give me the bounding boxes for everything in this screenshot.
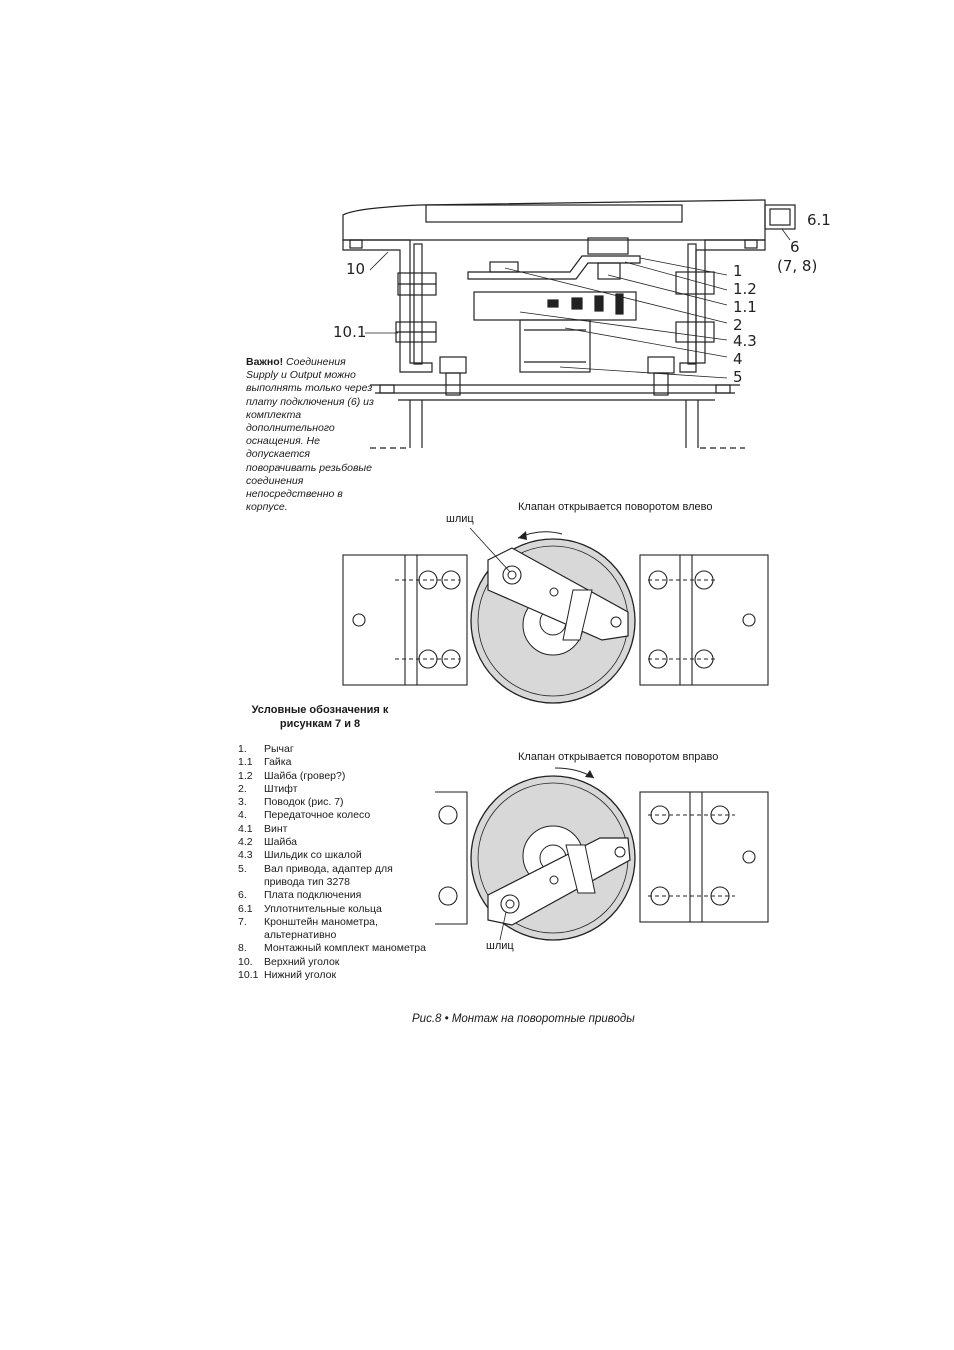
legend-item-text: Гайка [264, 756, 292, 769]
legend-item-text: Нижний уголок [264, 969, 337, 982]
legend-item-text: Верхний уголок [264, 955, 340, 968]
legend-item: 4.1 Винт [238, 823, 428, 836]
legend-item-number: 1. [238, 743, 247, 755]
legend-item-text: Уплотнительные кольца [264, 902, 382, 915]
legend-item: 4. Передаточное колесо [238, 809, 428, 822]
callout-4: 4 [733, 350, 743, 368]
legend-item-text: Передаточное колесо [264, 809, 371, 822]
legend-item-text: Винт [264, 822, 288, 835]
callout-1-1: 1.1 [733, 298, 757, 316]
callout-2: 2 [733, 316, 743, 334]
mid-figure-caption: Клапан открывается поворотом влево [518, 501, 713, 513]
legend-item-number: 6.1 [238, 902, 253, 915]
callout-5: 5 [733, 368, 743, 386]
legend-item: 3. Поводок (рис. 7) [238, 796, 428, 809]
legend-item: 10.1 Нижний уголок [238, 969, 428, 982]
legend-item-number: 5. [238, 862, 247, 875]
legend-item-text: Штифт [264, 782, 298, 795]
callout-10: 10 [346, 260, 366, 278]
legend-item: 6. Плата подключения [238, 889, 428, 902]
legend-item-text: Вал привода, адаптер для привода тип 327… [264, 862, 393, 888]
callout-7-8: (7, 8) [777, 257, 818, 275]
note-bold: Важно! [246, 356, 284, 368]
legend-item-number: 2. [238, 782, 247, 795]
legend-item-text: Поводок (рис. 7) [264, 796, 344, 809]
legend-item-number: 1.1 [238, 756, 253, 769]
legend-item: 5. Вал привода, адаптер для привода тип 3… [238, 863, 428, 890]
callout-1-2: 1.2 [733, 280, 757, 298]
legend-item-number: 1.2 [238, 769, 253, 782]
legend-item: 1.2 Шайба (гровер?) [238, 770, 428, 783]
legend-title: Условные обозначения к рисункам 7 и 8 [251, 704, 389, 730]
legend-item-text: Монтажный комплект манометра [264, 942, 426, 955]
legend-item-text: Шильдик со шкалой [264, 849, 362, 862]
legend-list: 1. Рычаг 1.1 Гайка 1.2 Шайба (гровер?) 2. Штифт… [238, 743, 428, 982]
callout-1: 1 [733, 262, 743, 280]
callout-6: 6 [790, 238, 800, 256]
legend-item: 4.2 Шайба [238, 836, 428, 849]
callout-10-1: 10.1 [333, 323, 367, 341]
legend-item: 4.3 Шильдик со шкалой [238, 849, 428, 862]
legend-item-text: Плата подключения [264, 889, 362, 902]
callout-4-3: 4.3 [733, 332, 757, 350]
legend-item: 2. Штифт [238, 783, 428, 796]
legend-item-text: Рычаг [264, 743, 294, 755]
legend-item-number: 4. [238, 809, 247, 822]
mid-slot-label: шлиц [446, 513, 474, 525]
legend-item-number: 4.2 [238, 836, 253, 849]
legend-item-number: 7. [238, 915, 247, 928]
legend-item-number: 6. [238, 889, 247, 902]
legend-item-number: 3. [238, 796, 247, 809]
legend-item: 10. Верхний уголок [238, 956, 428, 969]
legend-item-number: 8. [238, 942, 247, 955]
important-note: Важно! Соединения Supply и Output можно … [246, 356, 378, 514]
legend-item: 1.1 Гайка [238, 756, 428, 769]
legend-item-number: 10. [238, 955, 253, 968]
legend-item: 6.1 Уплотнительные кольца [238, 903, 428, 916]
legend-item: 8. Монтажный комплект манометра [238, 942, 428, 955]
legend-item-number: 4.1 [238, 822, 253, 835]
legend-item-text: Шайба (гровер?) [264, 769, 346, 782]
lower-figure-caption: Клапан открывается поворотом вправо [518, 751, 719, 763]
legend-item-number: 10.1 [238, 969, 259, 982]
callout-6-1: 6.1 [807, 211, 831, 229]
note-text: Соединения Supply и Output можно выполня… [246, 356, 374, 514]
figure-caption: Рис.8 • Монтаж на поворотные приводы [412, 1013, 635, 1025]
legend-item: 1. Рычаг [238, 743, 428, 756]
lower-slot-label: шлиц [486, 940, 514, 952]
legend-item: 7. Кронштейн манометра, альтернативно [238, 916, 428, 943]
legend-item-number: 4.3 [238, 849, 253, 862]
legend-item-text: Кронштейн манометра, альтернативно [264, 915, 378, 942]
legend-item-text: Шайба [264, 836, 297, 849]
